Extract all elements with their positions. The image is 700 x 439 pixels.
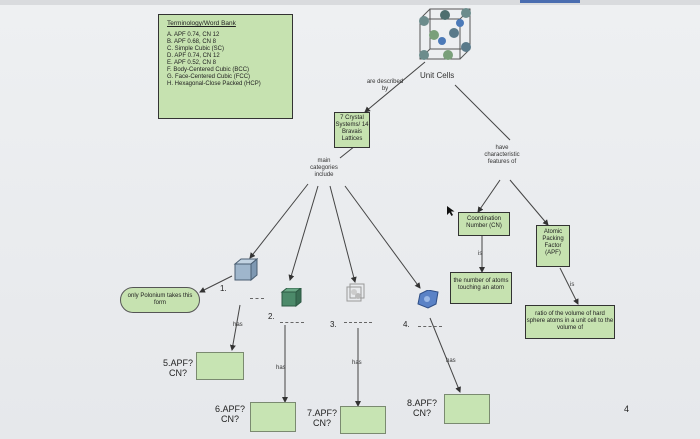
question-8: 8.APF? CN? (406, 398, 437, 418)
word-bank-item: C. Simple Cubic (SC) (167, 46, 225, 52)
word-bank-item: B. APF 0.68, CN 8 (167, 39, 217, 45)
link-described-by: are described by (366, 79, 404, 92)
blank-3 (344, 310, 372, 323)
simple-cubic-icon (233, 258, 258, 282)
word-bank-title: Terminology/Word Bank (167, 20, 236, 27)
fcc-icon (346, 283, 365, 302)
line-main-to-2 (288, 185, 319, 281)
line-to-apf (509, 179, 549, 226)
word-bank-item: F. Body-Centered Cubic (BCC) (167, 67, 250, 73)
blank-1 (250, 286, 264, 299)
link-is-apf: is (570, 282, 575, 288)
word-bank-item: E. APF 0.52, CN 8 (167, 60, 217, 66)
word-bank-item: G. Face-Centered Cubic (FCC) (167, 74, 251, 80)
line-crystal-main (339, 145, 356, 159)
line-1-has (229, 304, 241, 351)
answer-box-7[interactable] (340, 406, 386, 434)
line-to-cn (477, 179, 501, 213)
number-4: 4. (403, 320, 410, 329)
line-unitcells-have (454, 84, 511, 141)
line-4-has (429, 317, 461, 393)
link-main-categories: main categories include (310, 158, 338, 178)
node-atoms-touching: the number of atoms touching an atom (450, 272, 512, 304)
unit-cell-lattice-icon (419, 8, 471, 60)
node-ratio-definition: ratio of the volume of hard sphere atoms… (525, 305, 615, 339)
line-1-to-polonium (199, 275, 233, 293)
link-is-cn: is (478, 251, 483, 257)
link-has-4: has (446, 358, 456, 364)
word-bank-list: A. APF 0.74, CN 12 B. APF 0.68, CN 8 C. … (167, 32, 284, 88)
top-strip (0, 0, 700, 5)
node-atomic-packing-factor: Atomic Packing Factor (APF) (536, 225, 570, 267)
question-6: 6.APF? CN? (214, 404, 245, 424)
question-7: 7.APF? CN? (306, 408, 337, 428)
line-apf-is (559, 267, 579, 305)
node-unit-cells: Unit Cells (420, 71, 455, 80)
bcc-icon (280, 288, 302, 308)
node-polonium-cloud: only Polonium takes this form (120, 287, 200, 313)
line-unitcells-to-crystal (364, 61, 426, 113)
number-3: 3. (330, 320, 337, 329)
answer-box-5[interactable] (196, 352, 244, 380)
word-bank-box: Terminology/Word Bank A. APF 0.74, CN 12… (158, 14, 293, 119)
number-2: 2. (268, 312, 275, 321)
link-have-features: have characteristic features of (484, 145, 520, 165)
answer-box-6[interactable] (250, 402, 296, 432)
node-crystal-systems: 7 Crystal Systems/ 14 Bravais Lattices (334, 112, 370, 148)
blank-2 (280, 310, 304, 323)
line-main-to-4 (344, 185, 421, 289)
page-number: 4 (624, 404, 630, 414)
link-has-2: has (276, 365, 286, 371)
question-5: 5.APF? CN? (162, 358, 193, 378)
line-main-to-1 (249, 183, 309, 259)
cursor-arrow-icon (447, 206, 455, 216)
blank-4 (418, 314, 442, 327)
top-tab-accent (520, 0, 580, 3)
link-has-1: has (233, 322, 243, 328)
word-bank-item: A. APF 0.74, CN 12 (167, 32, 220, 38)
word-bank-item: D. APF 0.74, CN 12 (167, 53, 220, 59)
hcp-icon (417, 290, 439, 309)
line-main-to-3 (329, 185, 357, 283)
node-coordination-number: Coordination Number (CN) (458, 212, 510, 236)
link-has-3: has (352, 360, 362, 366)
word-bank-item: H. Hexagonal-Close Packed (HCP) (167, 81, 261, 87)
answer-box-8[interactable] (444, 394, 490, 424)
number-1: 1. (220, 284, 227, 293)
